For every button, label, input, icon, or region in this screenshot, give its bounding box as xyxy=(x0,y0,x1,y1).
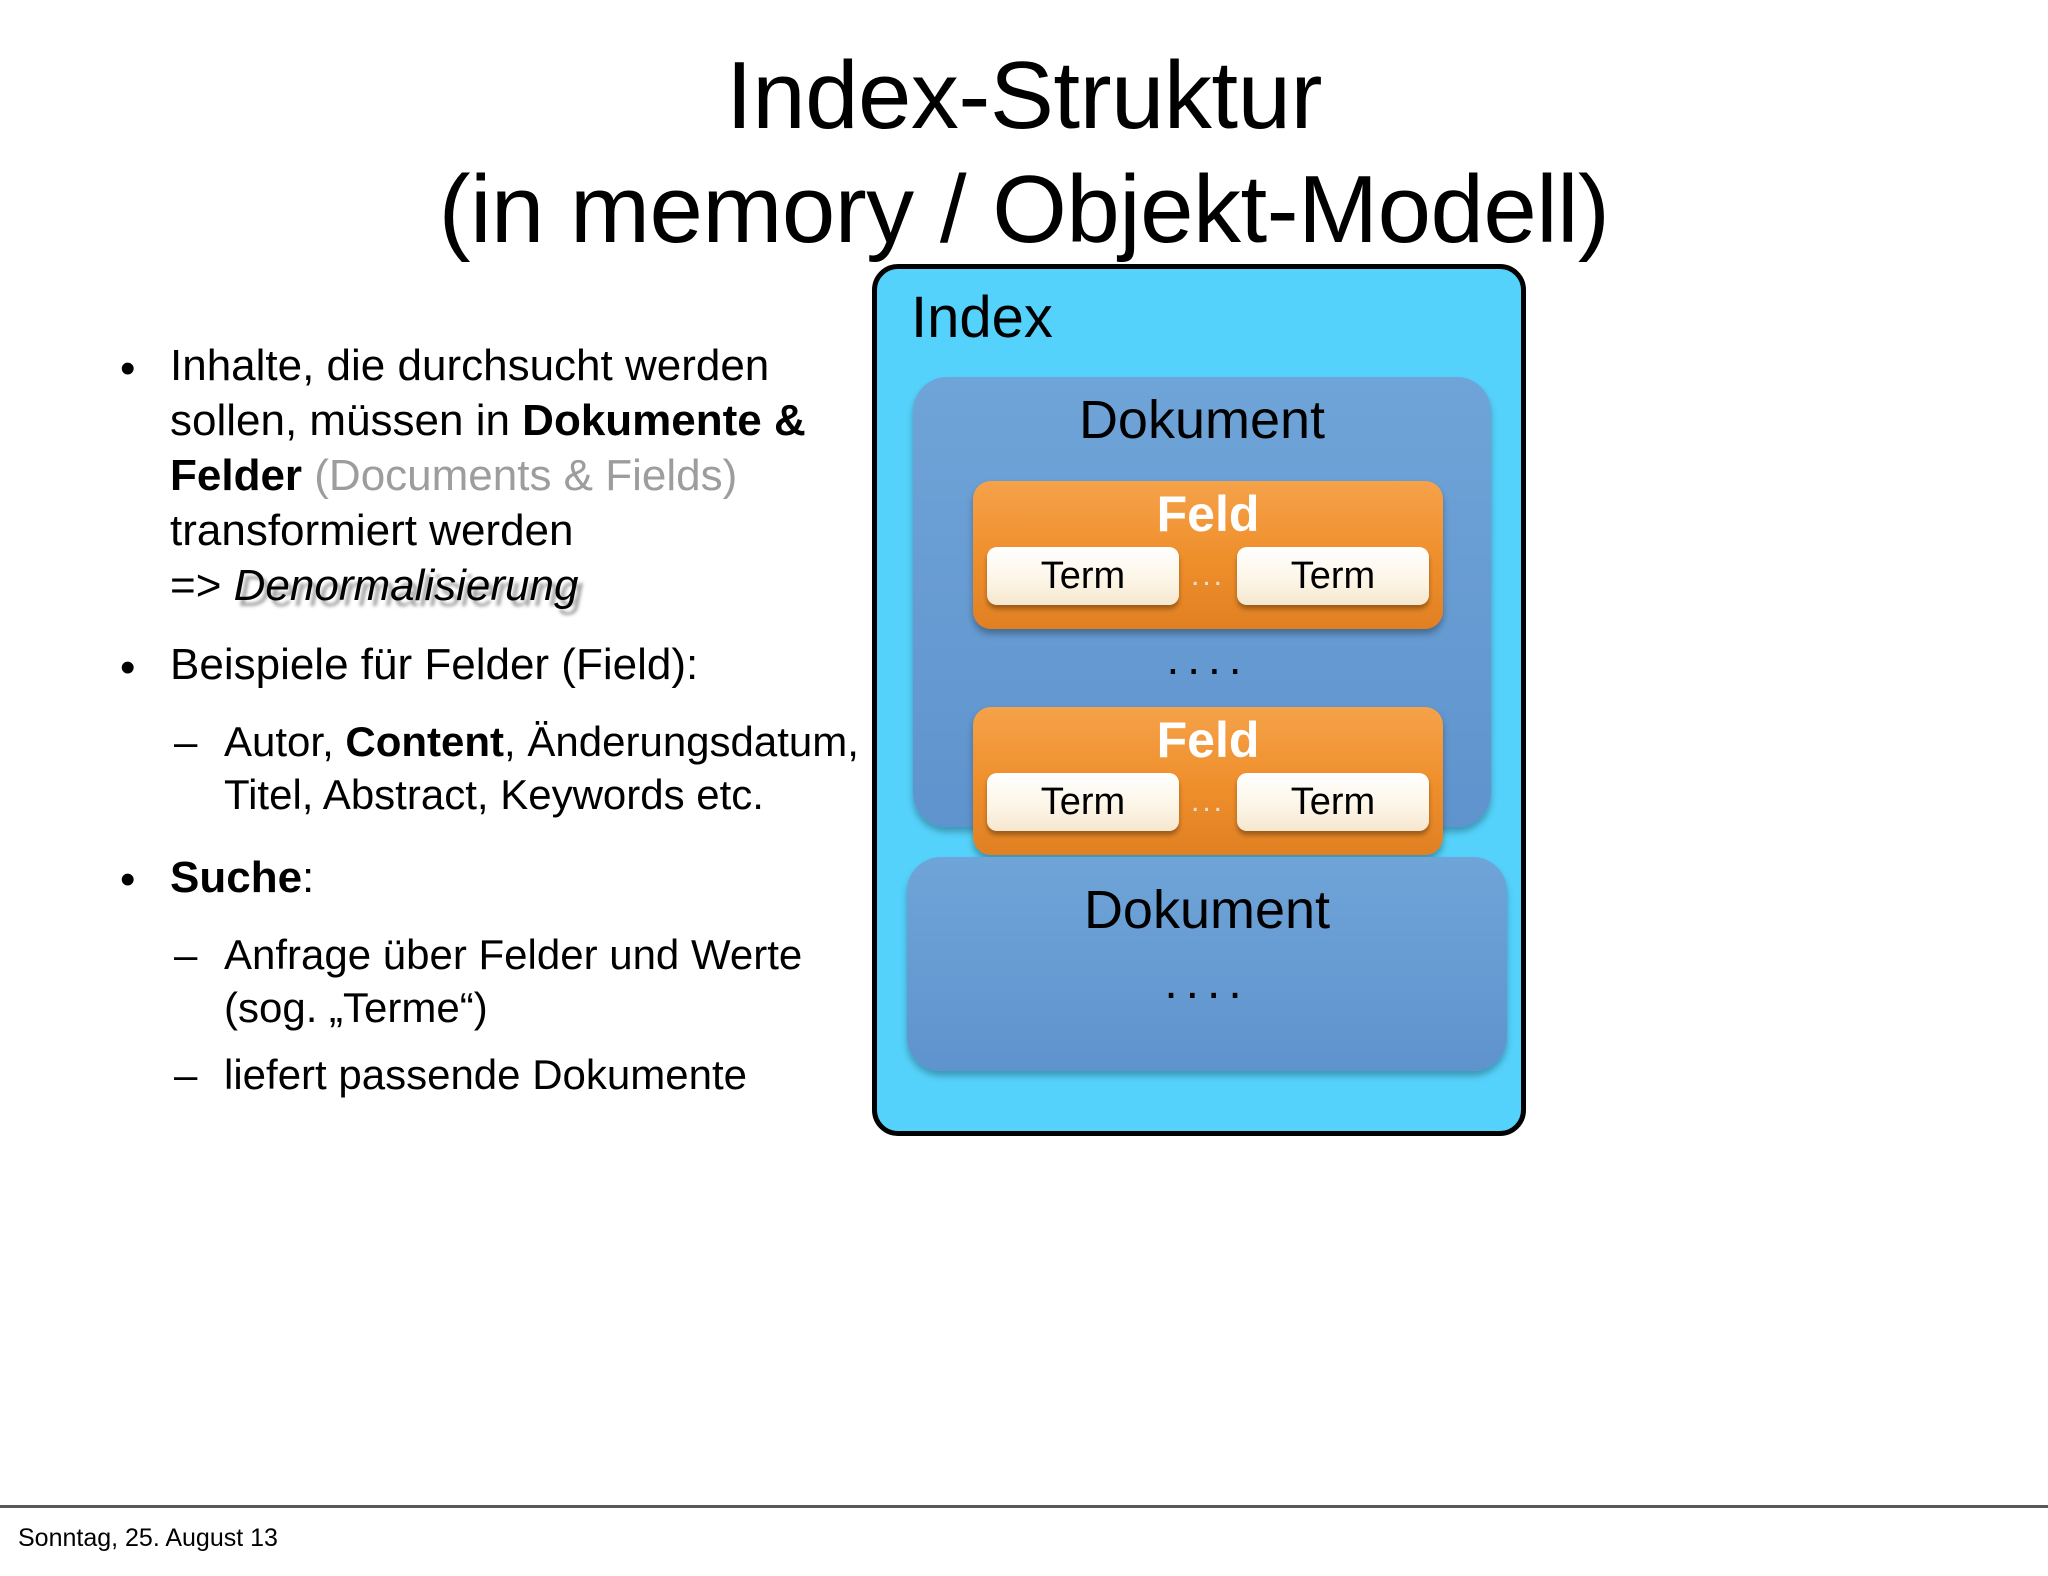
term-box: Term xyxy=(1236,773,1429,831)
bullet-item-2-sub-1: – Autor, Content, Änderungsdatum, Titel,… xyxy=(112,716,872,822)
index-label: Index xyxy=(911,285,1053,350)
field-box-1: Feld Term ... Term xyxy=(973,481,1443,629)
term-box: Term xyxy=(1236,547,1429,605)
bullet-item-3: • Suche: xyxy=(112,850,872,905)
bullet-marker-dot: • xyxy=(120,642,136,692)
field-1-term-row: Term ... Term xyxy=(973,547,1443,605)
document-2-dots: .... xyxy=(1164,956,1250,1009)
bullet-1-text-bold: Dokumente & Felder xyxy=(170,396,806,500)
term-ellipsis: ... xyxy=(1190,785,1225,818)
field-2-label: Feld xyxy=(1156,712,1260,768)
title-line-2: (in memory / Objekt-Modell) xyxy=(438,156,1610,263)
index-container: Index Dokument Feld Term ... Term .... F… xyxy=(872,264,1526,1136)
bullet-item-3-sub-2: – liefert passende Dokumente xyxy=(112,1049,872,1102)
sub-2-1-text-bold: Content xyxy=(345,718,505,765)
bullet-3-text-bold: Suche xyxy=(170,852,303,902)
sub-2-1-text-a: Autor, xyxy=(224,718,346,765)
bullet-marker-dash: – xyxy=(174,930,198,978)
slide-title: Index-Struktur (in memory / Objekt-Model… xyxy=(0,48,2048,258)
term-box: Term xyxy=(987,773,1179,831)
bullet-1-arrow: => xyxy=(170,561,234,610)
bullet-item-1: • Inhalte, die durchsucht werden sollen,… xyxy=(112,338,872,613)
bullet-marker-dot: • xyxy=(120,855,136,905)
slide-footer-date: Sonntag, 25. August 13 xyxy=(18,1524,278,1552)
field-2-term-row: Term ... Term xyxy=(973,773,1443,831)
bullet-marker-dot: • xyxy=(120,343,136,393)
document-1-label: Dokument xyxy=(1078,390,1326,450)
bullet-1-text-grey: (Documents & Fields) xyxy=(302,451,738,500)
term-box: Term xyxy=(987,547,1179,605)
slide-canvas: Index-Struktur (in memory / Objekt-Model… xyxy=(0,47,2048,1508)
title-line-1: Index-Struktur xyxy=(726,42,1322,149)
document-2-label: Dokument xyxy=(1083,880,1331,940)
sub-2-1-text-b: , Änderungsdatum, Titel, Abstract, Keywo… xyxy=(224,718,859,818)
bullet-1-text-part-1: Inhalte, die durchsucht werden sollen, m… xyxy=(170,341,770,445)
bullet-item-2: • Beispiele für Felder (Field): xyxy=(112,637,872,692)
sub-3-2-text: liefert passende Dokumente xyxy=(224,1050,747,1098)
bullet-2-text: Beispiele für Felder (Field): xyxy=(170,640,699,689)
field-separator-dots: .... xyxy=(1166,632,1250,684)
bullet-1-text-part-4: transformiert werden xyxy=(170,506,574,555)
document-box-2: Dokument .... xyxy=(907,857,1507,1071)
field-box-2: Feld Term ... Term xyxy=(973,707,1443,855)
bullet-1-emphasis-denormalisierung: Denormalisierung xyxy=(233,561,579,610)
field-1-label: Feld xyxy=(1156,486,1260,542)
bullet-list: • Inhalte, die durchsucht werden sollen,… xyxy=(112,338,872,1116)
bullet-3-colon: : xyxy=(302,852,315,902)
bullet-marker-dash: – xyxy=(174,718,198,765)
term-ellipsis: ... xyxy=(1190,559,1225,592)
document-box-1: Dokument Feld Term ... Term .... Feld Te… xyxy=(913,377,1491,855)
sub-3-1-text: Anfrage über Felder und Werte (sog. „Ter… xyxy=(224,930,803,1031)
bullet-marker-dash: – xyxy=(174,1050,198,1098)
bullet-item-3-sub-1: – Anfrage über Felder und Werte (sog. „T… xyxy=(112,929,872,1035)
